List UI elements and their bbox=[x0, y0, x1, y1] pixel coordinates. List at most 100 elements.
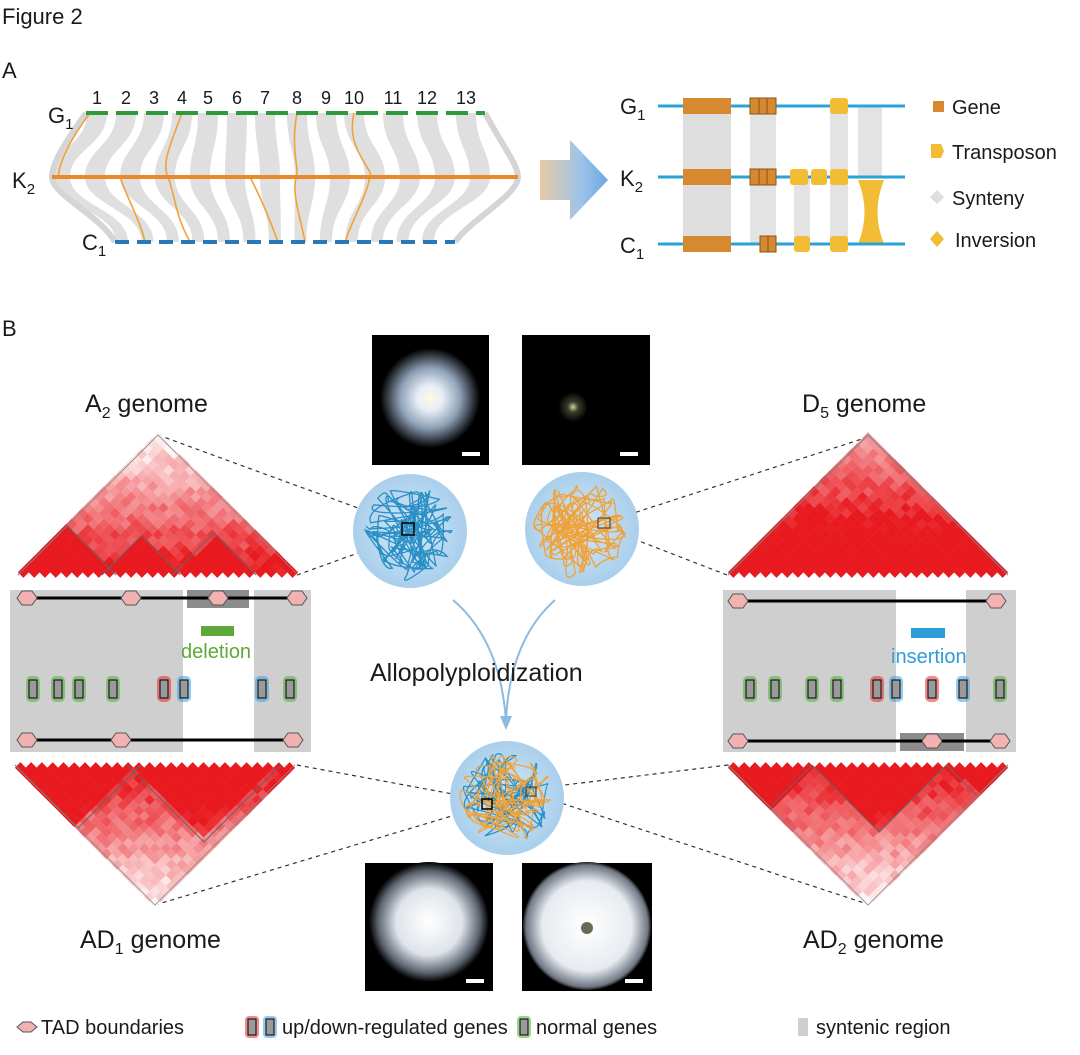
transposon-block bbox=[830, 169, 848, 185]
d5-genome-base: D bbox=[802, 390, 820, 418]
fiber-ball bbox=[380, 348, 480, 448]
fiber-ball bbox=[369, 862, 489, 982]
insertion-bar bbox=[911, 628, 945, 638]
chromosome-number: 5 bbox=[203, 88, 213, 108]
syntenic-region bbox=[254, 590, 311, 752]
normal-gene bbox=[768, 676, 782, 702]
gene-box bbox=[770, 679, 780, 699]
tad-boundary bbox=[110, 732, 132, 748]
transposon-legend-icon bbox=[931, 144, 944, 158]
ad1-genome-sub: 1 bbox=[115, 941, 124, 958]
fiber-photo-d5 bbox=[522, 335, 650, 465]
syntenic-region bbox=[966, 590, 1016, 752]
zoom-arrow-icon bbox=[540, 140, 608, 220]
fiber-photo-ad1 bbox=[365, 862, 493, 991]
connector-line bbox=[154, 805, 486, 906]
synteny-ribbon bbox=[344, 113, 385, 242]
gene-block bbox=[749, 168, 777, 186]
synteny-zoom-schematic bbox=[658, 97, 905, 253]
tad-boundary bbox=[727, 733, 749, 749]
gene-block bbox=[683, 169, 731, 185]
down-regulated-gene bbox=[255, 676, 269, 702]
merge-curve bbox=[452, 599, 507, 721]
chromosome-number: 6 bbox=[232, 88, 242, 108]
gene-block bbox=[749, 97, 777, 115]
panel-a-legend: Gene Transposon Synteny Inversion bbox=[930, 97, 1057, 252]
gene-box bbox=[74, 679, 84, 699]
tad-boundary bbox=[16, 732, 38, 748]
normal-gene bbox=[283, 676, 297, 702]
normal-gene bbox=[743, 676, 757, 702]
synteny-legend-icon bbox=[930, 190, 944, 204]
ad2-genome-label: AD2 genome bbox=[803, 926, 944, 958]
transposon-block bbox=[790, 169, 808, 185]
gene-box bbox=[285, 679, 295, 699]
g1-zoom-label: G1 bbox=[620, 94, 645, 124]
gene-box bbox=[872, 679, 882, 699]
down-regulated-gene bbox=[956, 676, 970, 702]
normal-gene bbox=[26, 676, 40, 702]
gene-box bbox=[159, 679, 169, 699]
merge-arrowhead bbox=[500, 716, 512, 730]
panel-a-label: A bbox=[2, 58, 17, 83]
g1-label-sub: 1 bbox=[65, 116, 73, 133]
inversion-line bbox=[57, 112, 91, 178]
panel-b-label: B bbox=[2, 316, 17, 341]
gene-box bbox=[995, 679, 1005, 699]
transposon-block bbox=[794, 236, 810, 252]
gene-box bbox=[28, 679, 38, 699]
up-regulated-gene bbox=[157, 676, 171, 702]
synteny-legend-label: Synteny bbox=[952, 188, 1024, 210]
d5-genome-label: D5 genome bbox=[802, 390, 926, 422]
tad-boundary bbox=[985, 593, 1007, 609]
gene-box bbox=[519, 1018, 529, 1036]
zoom-box bbox=[481, 798, 493, 810]
ad2-genome-base: AD bbox=[803, 926, 838, 954]
heatmap-border bbox=[727, 764, 1009, 906]
scale-bar bbox=[466, 979, 484, 983]
c1-zoom-label-base: C bbox=[620, 233, 636, 258]
fiber-photo-ad2 bbox=[522, 862, 652, 991]
gene-box bbox=[891, 679, 901, 699]
up-gene-legend-icon bbox=[245, 1016, 259, 1038]
tad-boundary bbox=[727, 593, 749, 609]
chromosome-number: 8 bbox=[292, 88, 302, 108]
figure-title: Figure 2 bbox=[2, 4, 83, 29]
chromosome-number: 9 bbox=[321, 88, 331, 108]
synteny-band bbox=[830, 106, 848, 176]
deletion-bar bbox=[201, 626, 234, 636]
merge-arrows-icon bbox=[452, 599, 556, 730]
normal-gene bbox=[830, 676, 844, 702]
c1-label: C1 bbox=[82, 230, 106, 260]
ad1-hic-heatmap bbox=[14, 762, 296, 908]
ad2-hic-heatmap bbox=[727, 762, 1009, 908]
gene-legend-icon bbox=[933, 101, 944, 112]
fiber-photo-a2 bbox=[372, 335, 489, 465]
heatmap-border bbox=[14, 764, 296, 906]
ad1-genome-base: AD bbox=[80, 926, 115, 954]
inversion-legend-icon bbox=[930, 231, 944, 247]
c1-label-sub: 1 bbox=[98, 243, 106, 260]
gene-box bbox=[257, 679, 267, 699]
gene-box bbox=[265, 1018, 275, 1036]
syntenic-legend-icon bbox=[798, 1018, 808, 1036]
syntenic-region bbox=[10, 590, 183, 752]
synteny-ribbon bbox=[85, 113, 154, 242]
normal-gene-legend-icon bbox=[517, 1016, 531, 1038]
inversion-legend-label: Inversion bbox=[955, 230, 1036, 252]
down-regulated-gene bbox=[177, 676, 191, 702]
normal-gene bbox=[106, 676, 120, 702]
normal-gene bbox=[805, 676, 819, 702]
connector-line bbox=[605, 436, 869, 523]
zoom-box bbox=[597, 517, 611, 529]
ad-nucleus bbox=[450, 741, 564, 855]
a2-genome-label: A2 genome bbox=[85, 390, 208, 422]
gene-box bbox=[832, 679, 842, 699]
synteny-band bbox=[858, 106, 882, 176]
k2-zoom-label: K2 bbox=[620, 166, 643, 196]
left-tad-schematic: deletion bbox=[10, 590, 311, 752]
synteny-ribbon bbox=[371, 113, 420, 242]
synteny-band bbox=[830, 176, 848, 244]
tad-boundary bbox=[286, 590, 308, 606]
